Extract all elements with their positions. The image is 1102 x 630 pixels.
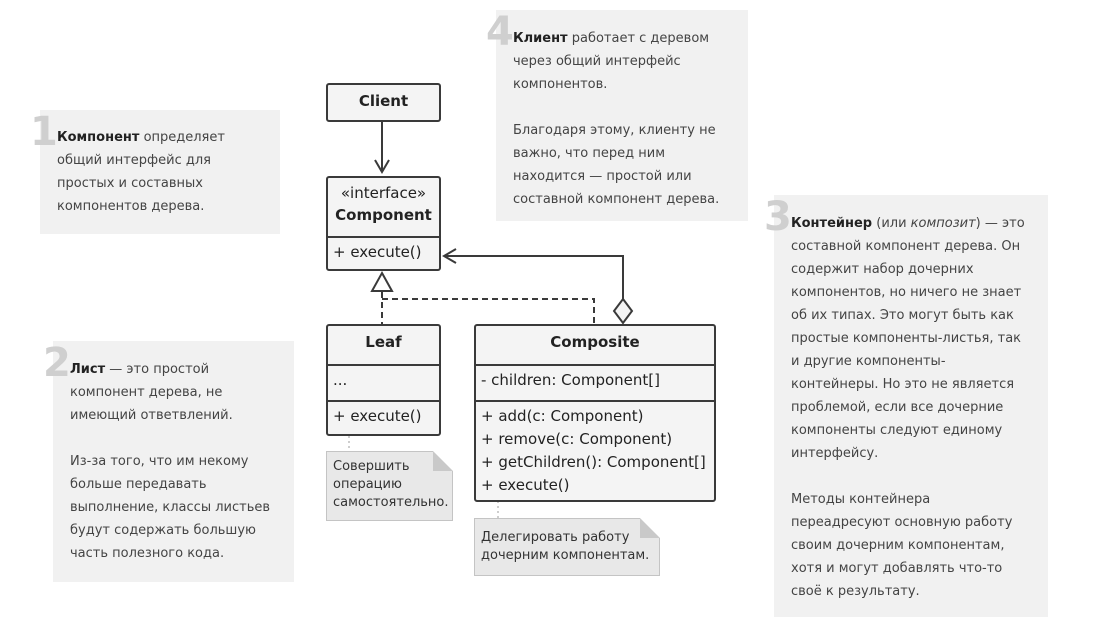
class-component: «interface» Component + execute()	[326, 176, 441, 271]
field: - children: Component[]	[481, 371, 660, 389]
note-term: Клиент	[513, 31, 568, 46]
class-name: Leaf	[365, 333, 402, 351]
client-component-arrowhead	[374, 159, 390, 174]
method: + execute()	[333, 243, 422, 261]
class-methods: + execute()	[328, 400, 439, 431]
composite-aggregation-link	[444, 255, 624, 300]
class-header: «interface» Component	[328, 178, 439, 236]
class-methods: + execute()	[328, 236, 439, 267]
class-client: Client	[326, 83, 441, 122]
class-leaf: Leaf ... + execute()	[326, 324, 441, 436]
method: + execute()	[333, 407, 422, 425]
note-number: 3	[764, 194, 792, 240]
aggregation-diamond	[612, 297, 634, 325]
note-term: Контейнер	[791, 216, 873, 231]
class-composite: Composite - children: Component[] + add(…	[474, 324, 716, 502]
memo-leaf: Совершить операцию самостоятельно.	[326, 451, 453, 521]
class-stereotype: «interface»	[340, 184, 427, 202]
note-term: Лист	[70, 362, 106, 377]
memo-fold	[640, 518, 660, 538]
class-fields: - children: Component[]	[476, 364, 714, 400]
note-term: Компонент	[57, 130, 140, 145]
method: + remove(c: Component)	[481, 430, 673, 448]
composite-realization-link	[382, 298, 595, 324]
class-name: Client	[358, 92, 409, 110]
aggregation-arrowhead	[442, 248, 457, 264]
note-container: 3 Контейнер (или композит) — это составн…	[764, 195, 1048, 617]
realization-triangle	[370, 270, 394, 292]
field: ...	[333, 371, 348, 389]
class-name: Component	[335, 206, 432, 224]
class-fields: ...	[328, 364, 439, 400]
class-methods: + add(c: Component) + remove(c: Componen…	[476, 400, 714, 500]
note-number: 4	[486, 9, 514, 55]
class-name: Composite	[550, 333, 640, 351]
method: + add(c: Component)	[481, 407, 644, 425]
method: + getChildren(): Component[]	[481, 453, 706, 471]
memo-composite: Делегировать работу дочерним компонентам…	[474, 518, 660, 576]
note-client: 4 Клиент работает с деревом через общий …	[486, 10, 748, 221]
note-number: 2	[43, 340, 71, 386]
note-number: 1	[30, 109, 58, 155]
note-component: 1 Компонент определяет общий интерфейс д…	[30, 110, 280, 234]
memo-fold	[433, 451, 453, 471]
note-leaf: 2 Лист — это простой компонент дерева, н…	[43, 341, 294, 582]
method: + execute()	[481, 476, 570, 494]
